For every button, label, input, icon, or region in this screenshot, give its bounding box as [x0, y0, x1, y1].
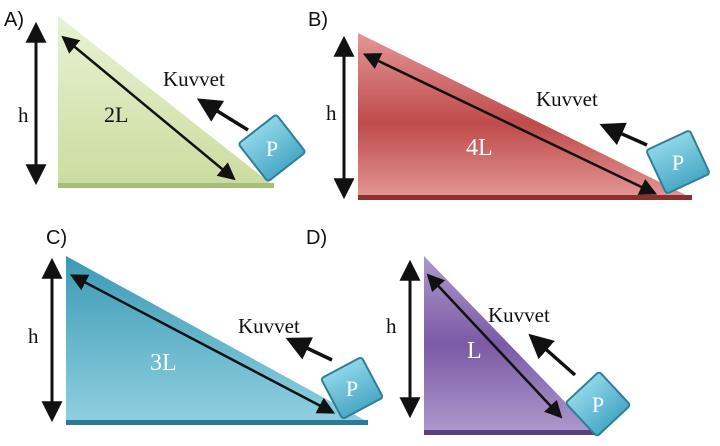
block-p-body — [320, 356, 384, 420]
height-label: h — [28, 324, 39, 348]
incline-base — [358, 195, 692, 200]
force-arrow — [285, 337, 333, 362]
panel-a: A) h 2L Kuvvet P — [4, 9, 306, 188]
force-label: Kuvvet — [238, 314, 300, 338]
block-p-body — [565, 371, 631, 437]
length-arrow — [69, 274, 336, 414]
force-arrow — [599, 122, 648, 147]
force-arrow — [528, 333, 577, 377]
block-p — [646, 130, 710, 194]
block-p-label: P — [592, 392, 604, 417]
incline-base — [66, 420, 368, 425]
length-arrow — [426, 273, 563, 419]
incline-triangle — [66, 256, 368, 422]
force-label: Kuvvet — [488, 303, 550, 327]
block-p — [320, 356, 384, 420]
length-label: L — [467, 338, 482, 364]
incline-base — [424, 430, 594, 435]
length-label: 4L — [466, 135, 493, 161]
incline-base — [58, 183, 274, 188]
panel-c: C) h 3L Kuvvet P — [28, 227, 384, 425]
height-label: h — [18, 103, 29, 127]
length-label: 2L — [104, 102, 128, 127]
block-p-label: P — [266, 136, 278, 161]
panel-d: D) h L Kuvvet P — [306, 227, 631, 437]
panel-label: A) — [4, 9, 24, 31]
length-label: 3L — [150, 350, 177, 376]
panel-label: C) — [46, 227, 67, 249]
height-label: h — [326, 101, 337, 125]
panel-b: B) h 4L Kuvvet P — [308, 9, 710, 200]
force-arrow — [196, 98, 249, 132]
length-arrow — [362, 53, 658, 195]
block-p-body — [646, 130, 710, 194]
block-p-label: P — [346, 376, 358, 401]
block-p — [565, 371, 631, 437]
force-label: Kuvvet — [536, 87, 598, 111]
incline-triangle — [358, 33, 692, 198]
incline-triangle — [58, 16, 274, 186]
length-arrow — [61, 35, 236, 181]
block-p-label: P — [672, 150, 684, 175]
height-label: h — [386, 314, 397, 338]
panel-label: D) — [306, 227, 327, 249]
block-p-body — [238, 114, 306, 182]
block-p — [238, 114, 306, 182]
panel-label: B) — [308, 9, 328, 31]
force-label: Kuvvet — [163, 67, 225, 91]
